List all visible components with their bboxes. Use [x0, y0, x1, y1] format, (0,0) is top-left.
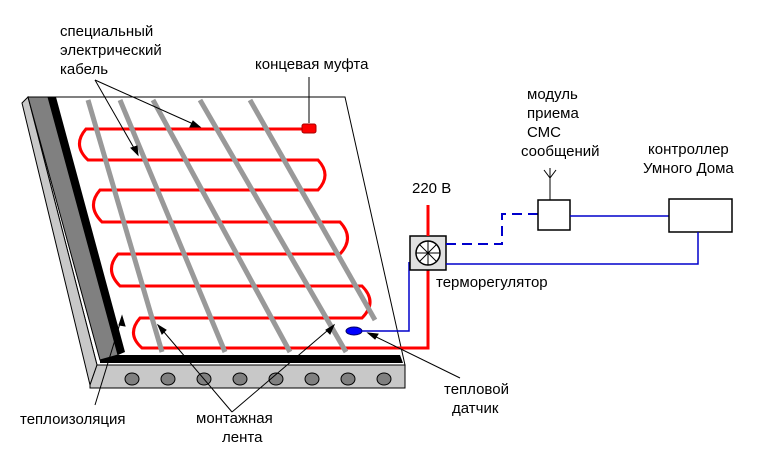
cable-label-line2: электрический	[60, 42, 162, 59]
thermostat-to-controller-link	[446, 232, 699, 265]
thermostat	[409, 235, 447, 271]
tape-label-line2: лента	[222, 429, 263, 446]
thermal-sensor	[345, 326, 363, 336]
sms-module	[537, 168, 571, 231]
sms-label-line2: приема	[527, 105, 579, 122]
controller-label-line2: Умного Дома	[643, 160, 734, 177]
sensor-label-line1: тепловой	[444, 381, 509, 398]
smart-home-controller	[668, 198, 733, 233]
cable-label-line1: специальный	[60, 23, 153, 40]
sms-label-line1: модуль	[527, 86, 578, 103]
heating-cable	[78, 127, 430, 350]
thermostat-label: терморегулятор	[436, 274, 548, 291]
sms-label-line4: сообщений	[521, 143, 600, 160]
tape-label-line1: монтажная	[196, 410, 273, 427]
end-coupling	[301, 123, 317, 134]
insulation-layer	[27, 96, 403, 363]
sensor-wire	[362, 262, 410, 332]
cable-label-line3: кабель	[60, 61, 108, 78]
concrete-slab	[21, 96, 406, 389]
mounting-tapes	[85, 98, 378, 354]
voltage-label: 220 В	[412, 180, 451, 197]
sms-label-line3: СМС	[527, 124, 561, 141]
pointer-lines	[94, 77, 461, 413]
sensor-label-line2: датчик	[452, 400, 499, 417]
insulation-label: теплоизоляция	[20, 411, 126, 428]
thermostat-to-sms-link	[446, 213, 538, 245]
end-coupling-label: концевая муфта	[255, 56, 369, 73]
slab-holes	[124, 372, 392, 386]
controller-label-line1: контроллер	[648, 141, 729, 158]
